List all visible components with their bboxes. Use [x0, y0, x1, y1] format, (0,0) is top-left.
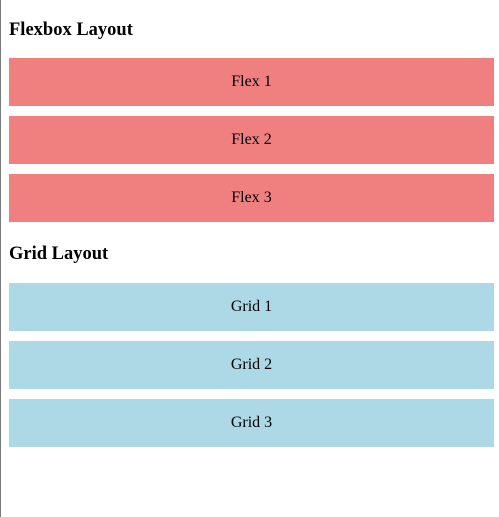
flex-item: Flex 1: [9, 58, 494, 106]
grid-item: Grid 3: [9, 399, 494, 447]
grid-section-title: Grid Layout: [9, 244, 109, 264]
flexbox-section-title: Flexbox Layout: [9, 20, 133, 40]
flexbox-container: Flex 1 Flex 2 Flex 3: [9, 58, 494, 222]
grid-item: Grid 2: [9, 341, 494, 389]
grid-item: Grid 1: [9, 283, 494, 331]
flex-item: Flex 3: [9, 174, 494, 222]
grid-container: Grid 1 Grid 2 Grid 3: [9, 283, 494, 447]
flex-item: Flex 2: [9, 116, 494, 164]
